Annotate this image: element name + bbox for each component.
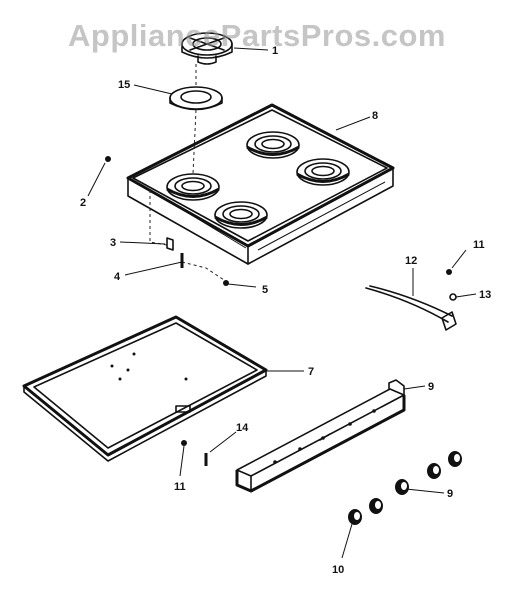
knob — [427, 463, 441, 479]
callout-13: 13 — [479, 289, 491, 301]
part-burner-top — [181, 32, 233, 65]
part-screw-11 — [181, 440, 187, 446]
part-cooktop — [126, 103, 395, 265]
part-screw-5 — [223, 280, 229, 286]
callout-9: 9 — [428, 381, 434, 393]
burner-opening-front-right — [214, 201, 268, 229]
burner-opening-front-left — [166, 173, 220, 201]
callout-4: 4 — [114, 271, 121, 283]
knob — [348, 509, 362, 525]
callout-12: 12 — [405, 255, 417, 267]
knob — [395, 479, 409, 495]
callout-10: 10 — [332, 564, 344, 576]
knob — [369, 498, 383, 514]
callout-15: 15 — [118, 79, 130, 91]
burner-opening-rear-left — [246, 131, 300, 159]
callout-8: 8 — [372, 110, 378, 122]
part-screw-11b — [446, 269, 452, 275]
callout-14: 14 — [236, 422, 249, 434]
callout-7: 7 — [308, 366, 314, 378]
part-wire-12 — [365, 285, 457, 331]
callout-5: 5 — [262, 284, 268, 296]
callout-11: 11 — [473, 239, 485, 251]
callout-3: 3 — [110, 237, 116, 249]
part-drip-ring — [169, 86, 223, 111]
callout-2: 2 — [80, 197, 86, 209]
part-clip-13 — [449, 293, 457, 301]
knob — [448, 451, 462, 467]
callout-9: 9 — [447, 488, 453, 500]
callout-1: 1 — [272, 45, 278, 57]
callout-11: 11 — [174, 481, 186, 493]
part-knobs — [348, 451, 462, 525]
part-burner-box — [22, 315, 268, 462]
part-screw-2 — [105, 156, 111, 162]
burner-opening-rear-right — [296, 158, 350, 186]
part-clip-3 — [166, 237, 174, 251]
part-manifold-panel — [235, 379, 406, 493]
